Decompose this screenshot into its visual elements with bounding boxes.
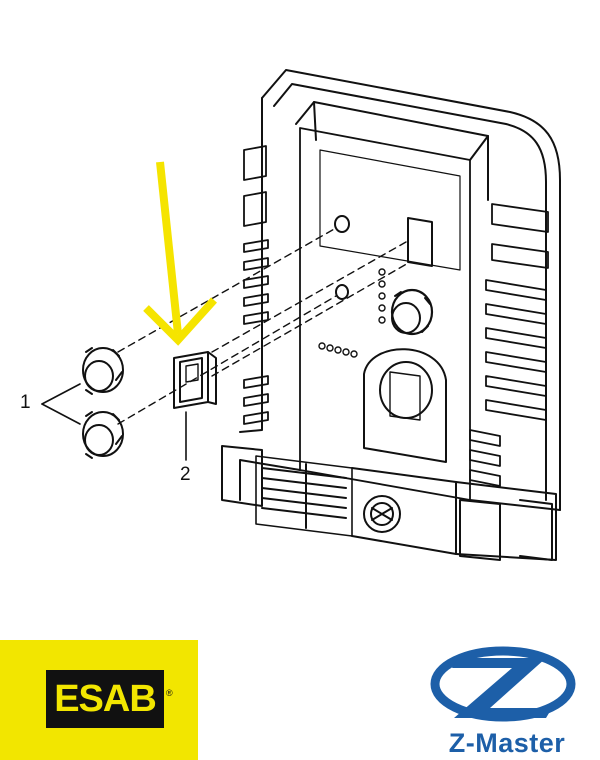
knob-2 <box>82 411 124 459</box>
yellow-arrow <box>143 161 217 346</box>
zmaster-logo-icon <box>430 646 576 722</box>
display-dots <box>318 342 358 358</box>
right-side-vents <box>469 203 549 487</box>
callout-label-1: 1 <box>20 392 31 413</box>
power-switch <box>173 351 217 409</box>
left-side-vents <box>243 145 269 425</box>
front-panel-frame <box>239 69 561 511</box>
led-indicators <box>378 268 386 324</box>
assembly-guide-lines <box>117 227 411 425</box>
welder-exploded-diagram <box>41 69 561 561</box>
esab-logo-box <box>46 670 164 728</box>
cable-outlet <box>363 348 447 463</box>
zmaster-logo-text: Z-Master <box>448 728 566 758</box>
current-knob <box>390 288 434 336</box>
callout-1-leaders <box>41 383 81 425</box>
control-panel-details <box>239 149 561 511</box>
bottom-base <box>221 445 557 561</box>
esab-logo-text: ESAB <box>54 678 157 720</box>
callout-label-2: 2 <box>180 464 191 485</box>
knob-1 <box>82 347 124 395</box>
esab-registered-mark: ® <box>166 688 173 698</box>
